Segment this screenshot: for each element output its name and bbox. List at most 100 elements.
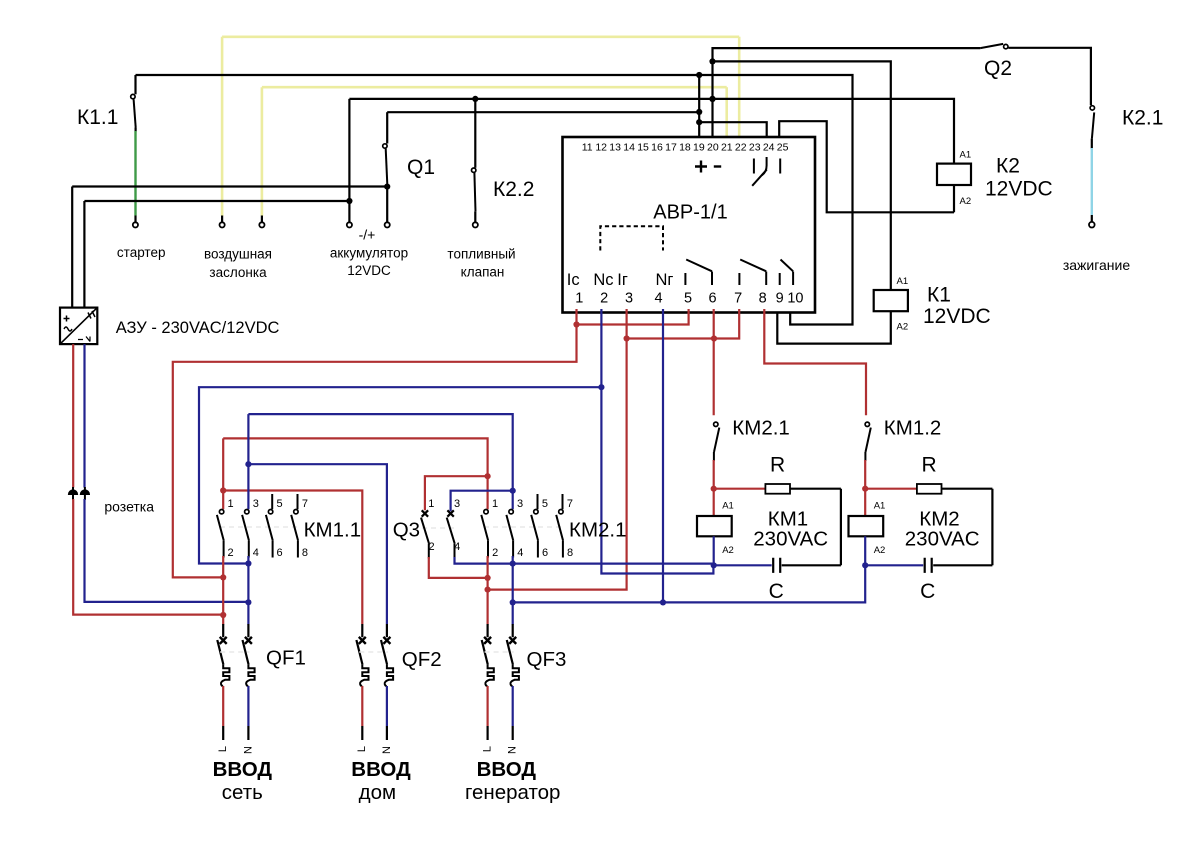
svg-text:A2: A2	[960, 196, 972, 207]
svg-text:генератор: генератор	[465, 781, 560, 804]
svg-text:L: L	[482, 746, 494, 752]
svg-text:12VDC: 12VDC	[923, 305, 991, 328]
svg-text:КМ2: КМ2	[919, 508, 959, 531]
svg-text:Q2: Q2	[984, 57, 1012, 80]
svg-text:10: 10	[787, 291, 803, 307]
svg-text:Iг: Iг	[617, 271, 628, 289]
svg-text:22: 22	[735, 142, 747, 154]
svg-text:4: 4	[517, 547, 523, 559]
svg-text:5: 5	[542, 498, 548, 510]
svg-text:4: 4	[654, 291, 662, 307]
svg-text:1: 1	[428, 498, 434, 510]
svg-text:12VDC: 12VDC	[347, 263, 391, 278]
svg-text:A1: A1	[722, 501, 734, 512]
svg-text:аккумулятор: аккумулятор	[330, 246, 408, 261]
svg-text:3: 3	[625, 291, 633, 307]
svg-text:К1: К1	[927, 284, 951, 307]
svg-text:стартер: стартер	[117, 245, 166, 260]
svg-text:2: 2	[428, 541, 434, 553]
svg-text:21: 21	[721, 142, 733, 154]
svg-text:1: 1	[492, 498, 498, 510]
svg-text:воздушная: воздушная	[204, 247, 272, 262]
svg-text:3: 3	[517, 498, 523, 510]
svg-text:12VDC: 12VDC	[985, 178, 1053, 201]
svg-text:8: 8	[759, 291, 767, 307]
svg-text:-/+: -/+	[359, 227, 376, 243]
svg-text:24: 24	[763, 142, 775, 154]
svg-text:КМ1.2: КМ1.2	[884, 417, 942, 440]
svg-text:АВР-1/1: АВР-1/1	[653, 202, 727, 224]
svg-text:N: N	[507, 746, 519, 754]
svg-text:6: 6	[277, 547, 283, 559]
svg-text:7: 7	[734, 291, 742, 307]
svg-text:R: R	[922, 454, 937, 477]
svg-text:К2.2: К2.2	[493, 178, 534, 201]
svg-text:клапан: клапан	[461, 265, 505, 280]
svg-text:ВВОД: ВВОД	[213, 758, 273, 781]
svg-text:A2: A2	[897, 322, 909, 333]
svg-text:QF1: QF1	[266, 647, 306, 670]
svg-text:КМ2.1: КМ2.1	[732, 417, 790, 440]
svg-text:2: 2	[600, 291, 608, 307]
svg-text:20: 20	[707, 142, 719, 154]
svg-text:QF2: QF2	[402, 648, 442, 671]
svg-text:A1: A1	[897, 276, 909, 287]
svg-text:К2: К2	[996, 155, 1020, 178]
svg-text:C: C	[769, 580, 784, 603]
svg-text:4: 4	[454, 541, 460, 553]
svg-text:6: 6	[709, 291, 717, 307]
svg-text:Iс: Iс	[567, 271, 580, 289]
svg-text:A2: A2	[722, 545, 734, 556]
svg-text:L: L	[356, 746, 368, 752]
svg-text:ВВОД: ВВОД	[477, 758, 537, 781]
svg-text:A1: A1	[960, 150, 972, 161]
svg-text:1: 1	[575, 291, 583, 307]
svg-text:5: 5	[277, 498, 283, 510]
svg-text:3: 3	[253, 498, 259, 510]
svg-text:A1: A1	[874, 501, 886, 512]
svg-text:N: N	[381, 746, 393, 754]
svg-text:5: 5	[684, 291, 692, 307]
svg-text:2: 2	[228, 547, 234, 559]
svg-text:11: 11	[582, 142, 593, 154]
svg-text:17: 17	[665, 142, 677, 154]
svg-text:6: 6	[542, 547, 548, 559]
svg-text:Q1: Q1	[407, 156, 435, 179]
svg-text:8: 8	[302, 547, 308, 559]
svg-text:12: 12	[595, 142, 607, 154]
svg-text:дом: дом	[359, 781, 396, 804]
svg-text:розетка: розетка	[104, 499, 154, 515]
svg-text:4: 4	[253, 547, 259, 559]
svg-text:К1.1: К1.1	[77, 106, 118, 129]
svg-text:C: C	[920, 580, 935, 603]
svg-text:КМ2.1: КМ2.1	[569, 519, 627, 542]
svg-text:7: 7	[567, 498, 573, 510]
svg-text:1: 1	[228, 498, 234, 510]
svg-text:топливный: топливный	[447, 247, 515, 262]
svg-text:14: 14	[623, 142, 635, 154]
svg-text:8: 8	[567, 547, 573, 559]
svg-text:зажигание: зажигание	[1063, 257, 1131, 273]
svg-text:25: 25	[777, 142, 789, 154]
svg-text:15: 15	[637, 142, 649, 154]
svg-text:Nс: Nс	[593, 271, 613, 289]
svg-text:КМ1: КМ1	[768, 508, 808, 531]
svg-text:3: 3	[454, 498, 460, 510]
svg-text:Nг: Nг	[656, 271, 674, 289]
svg-text:N: N	[242, 746, 254, 754]
svg-text:7: 7	[302, 498, 308, 510]
svg-text:9: 9	[776, 291, 784, 307]
svg-text:L: L	[217, 746, 229, 752]
svg-text:ВВОД: ВВОД	[351, 758, 411, 781]
svg-text:КМ1.1: КМ1.1	[304, 519, 362, 542]
svg-text:сеть: сеть	[222, 781, 263, 804]
svg-text:Q3: Q3	[393, 519, 420, 542]
svg-text:К2.1: К2.1	[1122, 107, 1163, 130]
svg-text:230VAC: 230VAC	[905, 528, 980, 551]
svg-text:18: 18	[679, 142, 691, 154]
svg-text:заслонка: заслонка	[209, 265, 267, 280]
svg-text:19: 19	[693, 142, 705, 154]
svg-text:16: 16	[651, 142, 663, 154]
svg-text:23: 23	[749, 142, 761, 154]
svg-text:АЗУ - 230VAC/12VDC: АЗУ - 230VAC/12VDC	[116, 319, 280, 337]
